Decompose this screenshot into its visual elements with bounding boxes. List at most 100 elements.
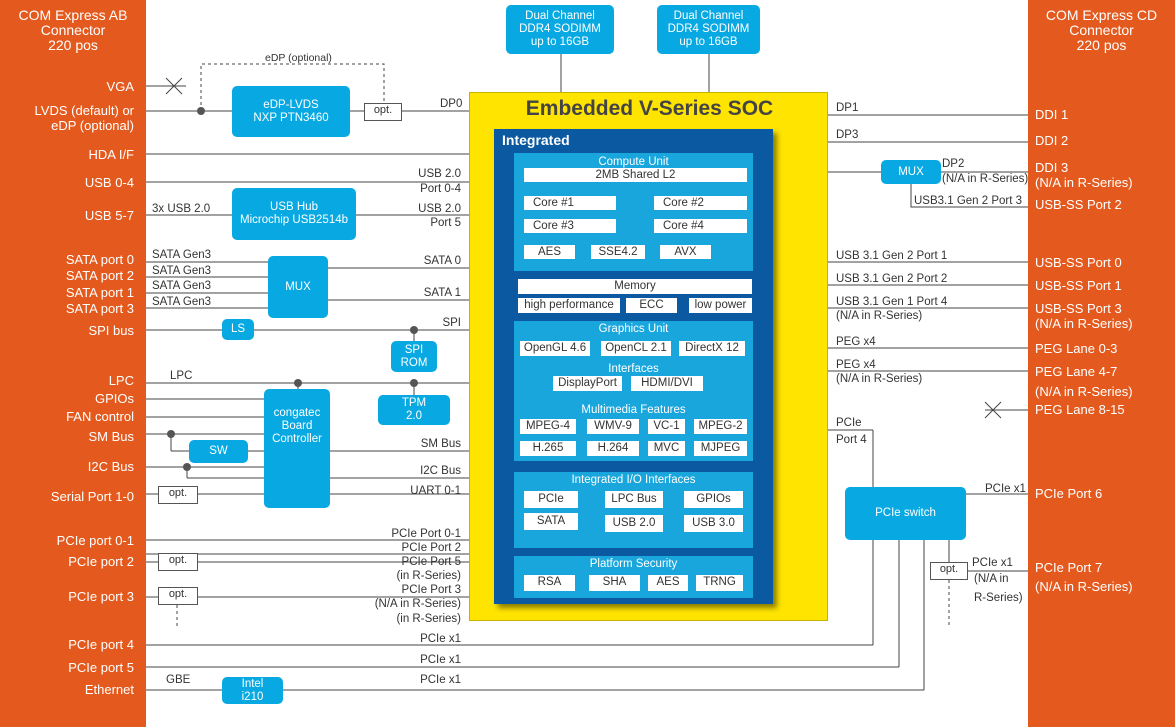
port-usb-ss-0: USB-SS Port 0 [1035, 255, 1122, 270]
codec: WMV-9 [587, 419, 639, 434]
opt-box: opt. [158, 553, 198, 571]
port-hda: HDA I/F [88, 147, 134, 162]
port-ddi-3: DDI 3 [1035, 160, 1069, 175]
security-title: Platform Security [589, 558, 678, 570]
port-serial: Serial Port 1-0 [50, 489, 134, 504]
connector-title-line: 220 pos [48, 37, 98, 53]
sata-mux: MUX [268, 256, 328, 318]
compute-unit: Compute Unit 2MB Shared L2 Core #1 Core … [514, 153, 753, 271]
port-smbus: SM Bus [88, 429, 134, 444]
core: Core #1 [524, 196, 616, 210]
io-interface: SATA [524, 513, 578, 530]
signal-label: DP1 [836, 102, 859, 114]
connector-title-line: Connector [1069, 22, 1134, 38]
signal-label: (N/A in R-Series) [374, 598, 461, 610]
component-label: MUX [285, 280, 311, 293]
signal-label: USB 2.0 [418, 203, 461, 215]
signal-label: GBE [166, 674, 191, 686]
port-ddi-3-note: (N/A in R-Series) [1035, 175, 1133, 190]
graphics-unit: Graphics Unit OpenGL 4.6 OpenCL 2.1 Dire… [514, 321, 753, 461]
signal-label: 3x USB 2.0 [152, 203, 211, 215]
com-express-cd-connector: COM Express CD Connector 220 pos DDI 1 D… [1028, 0, 1175, 727]
signal-label: PCIe Port 0-1 [391, 528, 461, 540]
display-mux: MUX [881, 160, 941, 184]
component-label: i210 [241, 690, 264, 703]
ddr4-sodimm-box: Dual Channel DDR4 SODIMM up to 16GB [657, 5, 760, 54]
signal-label: PCIe x1 [420, 654, 461, 666]
io-interface: LPC Bus [605, 491, 663, 508]
component-label: eDP-LVDS [263, 98, 319, 111]
component-label: LS [230, 323, 246, 335]
signal-label: DP2 [942, 158, 965, 170]
isa-extension: SSE4.2 [591, 245, 645, 259]
port-peg-4-7: PEG Lane 4-7 [1035, 364, 1118, 379]
component-label: ROM [400, 356, 428, 369]
soc-block: Embedded V-Series SOC Integrated Compute… [469, 92, 828, 621]
codec: MJPEG [694, 441, 747, 456]
signal-label: PCIe Port 2 [401, 542, 461, 554]
core: Core #2 [654, 196, 747, 210]
component-label: Intel [241, 677, 264, 690]
signal-label: SPI [442, 317, 461, 329]
port-sata-0: SATA port 0 [65, 252, 134, 267]
component-label: NXP PTN3460 [253, 111, 329, 124]
signal-label: PCIe x1 [972, 557, 1013, 569]
signal-label: (in R-Series) [396, 613, 461, 625]
port-ddi-1: DDI 1 [1035, 107, 1069, 122]
io-title: Integrated I/O Interfaces [571, 474, 696, 486]
integrated-title: Integrated [502, 132, 570, 148]
opt-box: opt. [364, 103, 402, 121]
l2-cache: 2MB Shared L2 [524, 168, 747, 182]
port-spi: SPI bus [88, 323, 134, 338]
port-usb-0-4: USB 0-4 [84, 175, 134, 190]
interfaces-title: Interfaces [608, 363, 659, 375]
signal-label: (N/A in R-Series) [836, 310, 923, 322]
signal-label: PCIe Port 3 [401, 584, 461, 596]
multimedia-title: Multimedia Features [581, 404, 686, 416]
component-label: Board [281, 420, 313, 432]
port-ddi-2: DDI 2 [1035, 133, 1069, 148]
codec: MPEG-4 [520, 419, 576, 434]
port-pcie-3: PCIe port 3 [68, 589, 134, 604]
port-lvds: LVDS (default) or [34, 103, 134, 118]
ddr-line: Dual Channel [525, 10, 595, 22]
signal-label: (in R-Series) [396, 570, 461, 582]
signal-label: (N/A in R-Series) [836, 373, 923, 385]
io-interface: PCIe [524, 491, 578, 508]
usb-hub: USB Hub Microchip USB2514b [232, 188, 356, 240]
compute-title: Compute Unit [598, 156, 669, 168]
port-pcie-6: PCIe Port 6 [1035, 486, 1103, 501]
component-label: congatec [273, 407, 321, 419]
component-label: Controller [272, 433, 322, 445]
opt-box: opt. [158, 486, 198, 504]
memory-feature: ECC [626, 298, 677, 313]
signal-label: UART 0-1 [410, 485, 461, 497]
signal-label: (N/A in R-Series) [942, 173, 1029, 185]
port-pcie-7-note: (N/A in R-Series) [1035, 579, 1133, 594]
display-interface: HDMI/DVI [631, 376, 703, 391]
pcie-switch: PCIe switch [845, 487, 966, 540]
signal-label: PCIe Port 5 [401, 556, 461, 568]
level-shifter: LS [222, 319, 254, 340]
tpm: TPM 2.0 [378, 395, 450, 425]
memory-feature: low power [689, 298, 752, 313]
port-sata-2: SATA port 2 [65, 268, 134, 283]
ddr-line: up to 16GB [530, 36, 590, 48]
signal-label: Port 4 [836, 434, 867, 446]
signal-label: USB 3.1 Gen 2 Port 2 [836, 273, 948, 285]
signal-label: SATA 0 [423, 255, 461, 267]
signal-label: (N/A in [974, 573, 1009, 585]
signal-label: R-Series) [974, 592, 1023, 604]
port-usb-5-7: USB 5-7 [84, 208, 134, 223]
signal-label: SATA Gen3 [152, 280, 212, 292]
isa-extension: AES [524, 245, 575, 259]
port-pcie-5: PCIe port 5 [68, 660, 134, 675]
connector-title-line: Connector [40, 22, 106, 38]
signal-label: PEG x4 [836, 336, 876, 348]
port-pcie-2: PCIe port 2 [68, 554, 134, 569]
port-fan: FAN control [66, 409, 134, 424]
port-i2c: I2C Bus [87, 459, 134, 474]
port-gpios: GPIOs [94, 391, 134, 406]
core: Core #3 [524, 219, 616, 233]
